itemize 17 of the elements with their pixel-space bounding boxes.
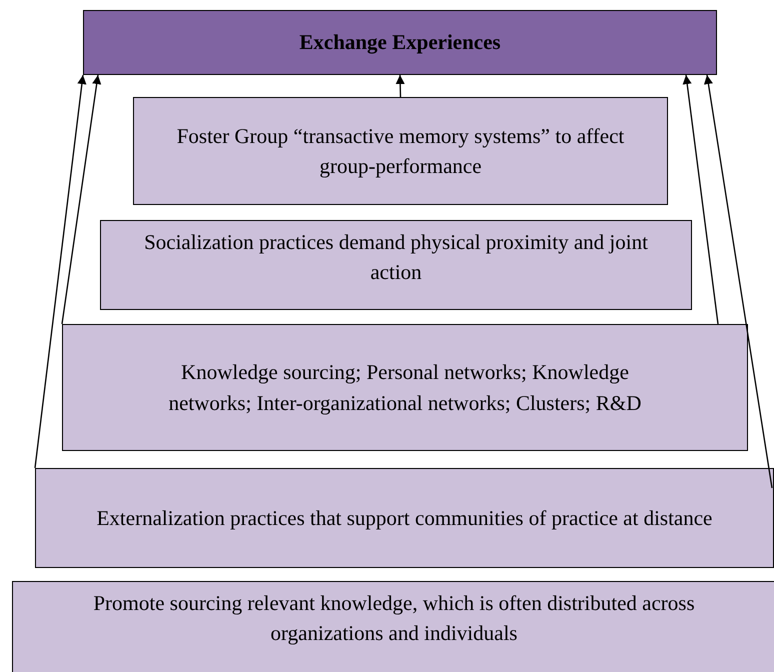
arrow	[396, 74, 405, 98]
arrow	[34, 74, 86, 468]
box-text: Knowledge sourcing; Personal networks; Knowledge networks; Inter-organizational networks; Clusters; R&D	[168, 359, 642, 416]
text-box	[12, 581, 774, 672]
arrow	[61, 74, 102, 324]
box-text: Socialization practices demand physical proximity and joint action	[143, 229, 649, 286]
text-box	[35, 468, 774, 568]
arrow	[704, 74, 773, 488]
box-text: Exchange Experiences	[299, 29, 501, 56]
text-box	[62, 324, 748, 451]
text-box	[100, 220, 692, 310]
box-text: Foster Group “transactive memory systems” to affect group-performance	[176, 122, 626, 180]
text-box	[133, 97, 668, 205]
box-text: Promote sourcing relevant knowledge, which is often distributed across organizations and individuals	[92, 590, 696, 648]
arrow	[682, 74, 719, 324]
header-box	[83, 10, 717, 75]
box-text: Externalization practices that support communities of practice at distance	[96, 504, 712, 532]
